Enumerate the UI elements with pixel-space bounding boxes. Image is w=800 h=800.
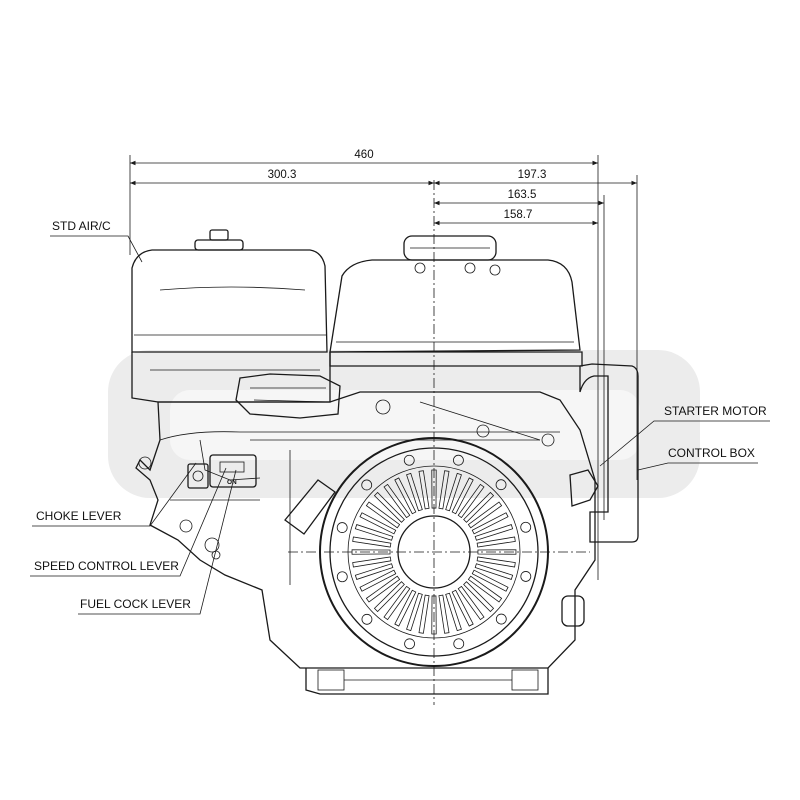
starter-fin <box>451 589 474 627</box>
starter-bolt <box>520 571 532 582</box>
starter-fin <box>352 536 392 548</box>
starter-fin <box>463 491 495 523</box>
starter-fin <box>457 585 485 621</box>
dim-left-extent: 300.3 <box>268 169 297 181</box>
starter-fin <box>474 563 514 580</box>
starter-fin <box>394 589 417 627</box>
starter-fin <box>351 549 391 555</box>
starter-fin <box>476 556 516 568</box>
starter-fin <box>383 585 411 621</box>
callout-fuel-cock-lever: FUEL COCK LEVER <box>80 597 191 611</box>
starter-fin <box>467 501 503 529</box>
starter-fin <box>438 594 450 634</box>
starter-fin <box>467 575 503 603</box>
starter-fin <box>373 491 405 523</box>
starter-bolt <box>495 613 507 625</box>
starter-fin <box>354 563 394 580</box>
starter-bolt <box>336 522 348 533</box>
starter-fin <box>394 477 417 515</box>
starter-fin <box>365 501 401 529</box>
starter-bolt <box>404 638 415 650</box>
starter-fin <box>477 549 517 555</box>
starter-fin <box>457 483 485 519</box>
starter-fin <box>365 575 401 603</box>
starter-fin <box>474 524 514 541</box>
starter-bolt <box>453 454 464 466</box>
dim-right-b: 163.5 <box>508 189 537 201</box>
starter-fin <box>354 524 394 541</box>
recoil-starter <box>319 437 549 667</box>
control-box <box>579 363 639 543</box>
watermark <box>108 350 700 498</box>
starter-bolt <box>520 521 532 533</box>
starter-fin <box>451 477 474 515</box>
starter-fin <box>373 581 405 613</box>
fuel-tank <box>329 235 583 367</box>
starter-fin <box>476 536 516 548</box>
starter-fin <box>418 594 430 634</box>
starter-fin <box>438 470 450 510</box>
dimension-lines <box>129 155 638 705</box>
starter-fin <box>352 556 392 568</box>
callout-air-cleaner: STD AIR/C <box>52 219 111 233</box>
starter-fin <box>445 592 462 632</box>
air-cleaner <box>131 229 331 403</box>
starter-fin <box>359 569 397 592</box>
starter-fin <box>383 483 411 519</box>
callout-starter-motor: STARTER MOTOR <box>664 404 767 418</box>
starter-bolt <box>361 479 373 491</box>
engine-outline <box>131 229 639 695</box>
fuel-switch-label: ON <box>227 479 237 486</box>
starter-bolt <box>336 571 348 583</box>
callout-leaders <box>30 235 770 615</box>
starter-fin <box>406 472 423 512</box>
starter-bolt <box>453 638 465 650</box>
starter-fin <box>471 569 509 592</box>
callout-control-box: CONTROL BOX <box>668 446 755 460</box>
starter-fin <box>471 512 509 535</box>
callout-speed-control-lever: SPEED CONTROL LEVER <box>34 559 179 573</box>
starter-fin <box>359 512 397 535</box>
starter-bolt <box>495 479 507 491</box>
starter-fin <box>418 470 430 510</box>
starter-fin <box>445 472 462 512</box>
dim-right-c: 158.7 <box>504 209 533 221</box>
starter-fin <box>431 595 437 635</box>
crankcase <box>135 373 599 669</box>
starter-fin <box>406 592 423 632</box>
starter-fin <box>463 581 495 613</box>
dim-overall-width: 460 <box>354 149 373 161</box>
base-feet <box>305 668 549 695</box>
dim-right-a: 197.3 <box>518 169 547 181</box>
callout-choke-lever: CHOKE LEVER <box>36 509 122 523</box>
starter-bolt <box>403 454 415 466</box>
starter-fin <box>431 469 437 509</box>
starter-bolt <box>361 613 373 625</box>
